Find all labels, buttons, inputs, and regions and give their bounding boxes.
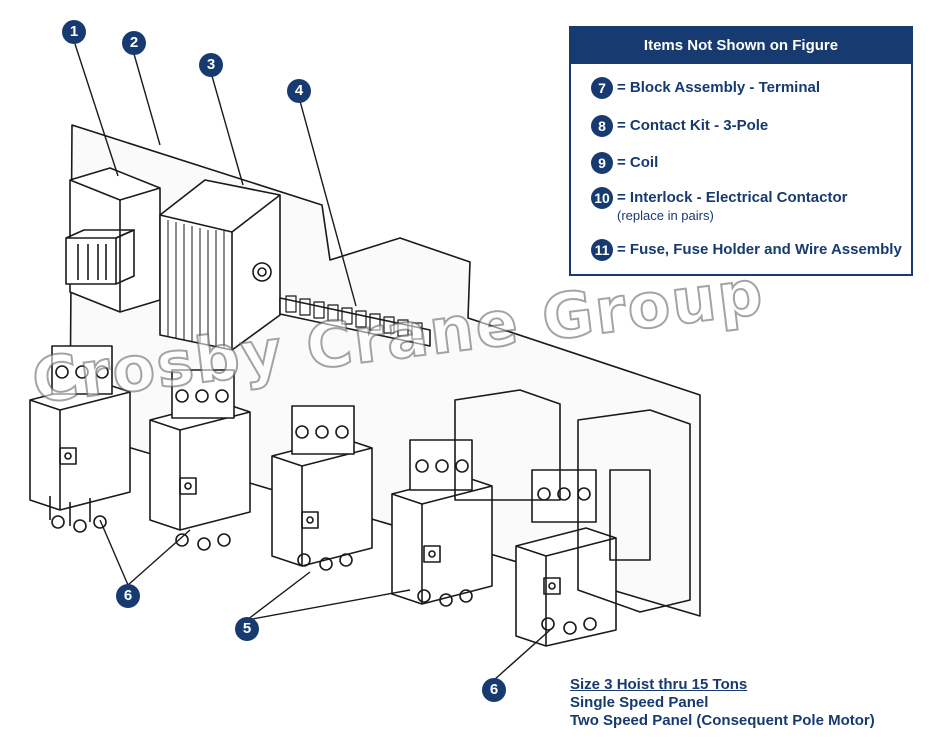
legend-item-8: 8 = Contact Kit - 3-Pole [591,115,768,137]
callout-3: 3 [199,53,223,77]
legend-number: 10 [591,187,613,209]
legend-text: = Interlock - Electrical Contactor [617,189,848,206]
callout-6-left: 6 [116,584,140,608]
legend-text: = Coil [617,154,659,171]
legend-text-group: = Interlock - Electrical Contactor (repl… [617,187,848,223]
legend-text: = Contact Kit - 3-Pole [617,117,769,134]
callout-5: 5 [235,617,259,641]
legend-box: Items Not Shown on Figure 7 = Block Asse… [569,26,913,276]
control-transformer [159,179,281,351]
transformer [65,167,161,313]
legend-item-7: 7 = Block Assembly - Terminal [591,77,820,99]
legend-number: 8 [591,115,613,137]
legend-item-11: 11 = Fuse, Fuse Holder and Wire Assembly [591,239,902,261]
legend-item-10: 10 = Interlock - Electrical Contactor (r… [591,187,848,223]
callout-2: 2 [122,31,146,55]
legend-note: (replace in pairs) [617,208,714,223]
legend-title: Items Not Shown on Figure [571,28,911,64]
figure-caption: Size 3 Hoist thru 15 Tons Single Speed P… [570,676,875,730]
callout-4: 4 [287,79,311,103]
caption-line-3: Two Speed Panel (Consequent Pole Motor) [570,712,875,729]
contactor-2 [149,369,251,551]
legend-number: 11 [591,239,613,261]
caption-line-2: Single Speed Panel [570,694,709,711]
terminal-strip [279,295,431,347]
legend-item-9: 9 = Coil [591,152,658,174]
contactor-5 [515,469,617,647]
callout-6-right: 6 [482,678,506,702]
contactor-4 [391,439,493,607]
legend-number: 9 [591,152,613,174]
legend-text: = Block Assembly - Terminal [617,79,820,96]
legend-number: 7 [591,77,613,99]
legend-text: = Fuse, Fuse Holder and Wire Assembly [617,241,902,258]
contactor-1 [29,345,131,533]
caption-title: Size 3 Hoist thru 15 Tons [570,676,748,693]
callout-1: 1 [62,20,86,44]
contactor-3 [271,405,373,571]
